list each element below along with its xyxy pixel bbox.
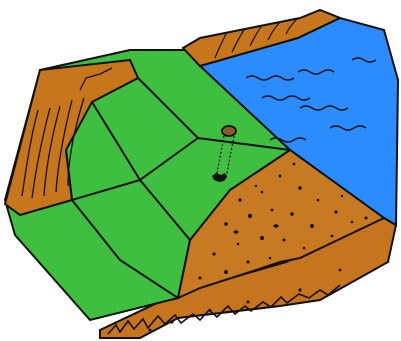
boulder-icon xyxy=(222,126,236,136)
